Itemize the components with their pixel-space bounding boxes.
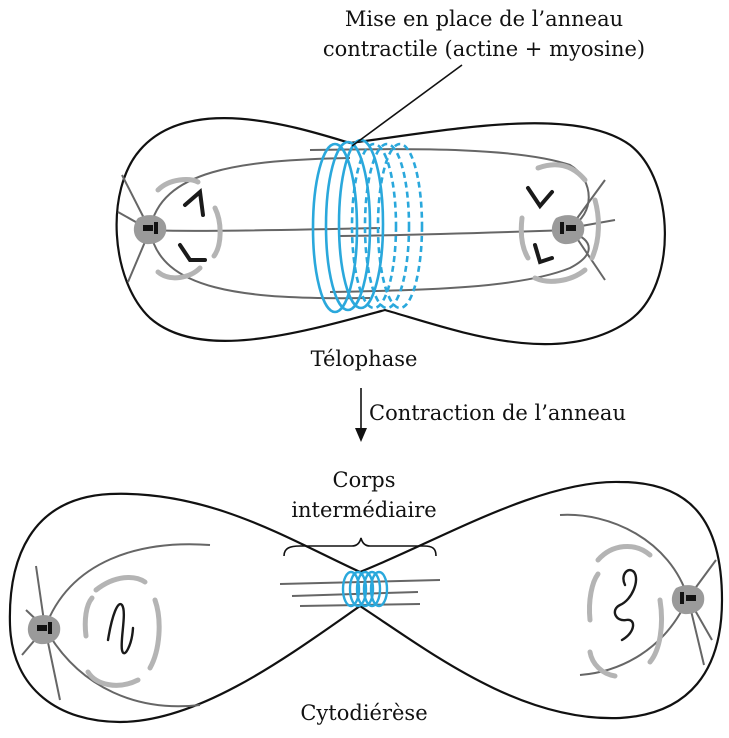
contraction-arrow [355,388,367,442]
ring-contraction-label: Contraction de l’anneau [369,400,626,427]
ring-dashed-3 [378,144,422,308]
telophase-cell [117,65,665,344]
ring-dashed-2 [365,144,409,308]
midbody-label-line1: Corps [333,467,396,494]
contractile-ring [313,140,422,312]
telophase-centrosome-right [552,215,584,244]
ring-dashed-1 [352,144,396,308]
midbody-label-line2: intermédiaire [291,497,436,524]
cytokinesis-label: Cytodiérèse [300,700,427,727]
cytokinesis-centrosome-left [28,615,60,644]
ring-setup-pointer [352,65,462,146]
ring-setup-label-line2: contractile (actine + myosine) [323,36,645,63]
telophase-centrosome-left [134,215,166,244]
telophase-label: Télophase [311,346,418,373]
ring-solid-3 [339,140,383,308]
cytokinesis-centrosome-right [672,585,704,614]
contracted-ring [343,572,387,606]
ring-solid-2 [326,142,370,310]
ring-setup-label-line1: Mise en place de l’anneau [345,6,623,33]
